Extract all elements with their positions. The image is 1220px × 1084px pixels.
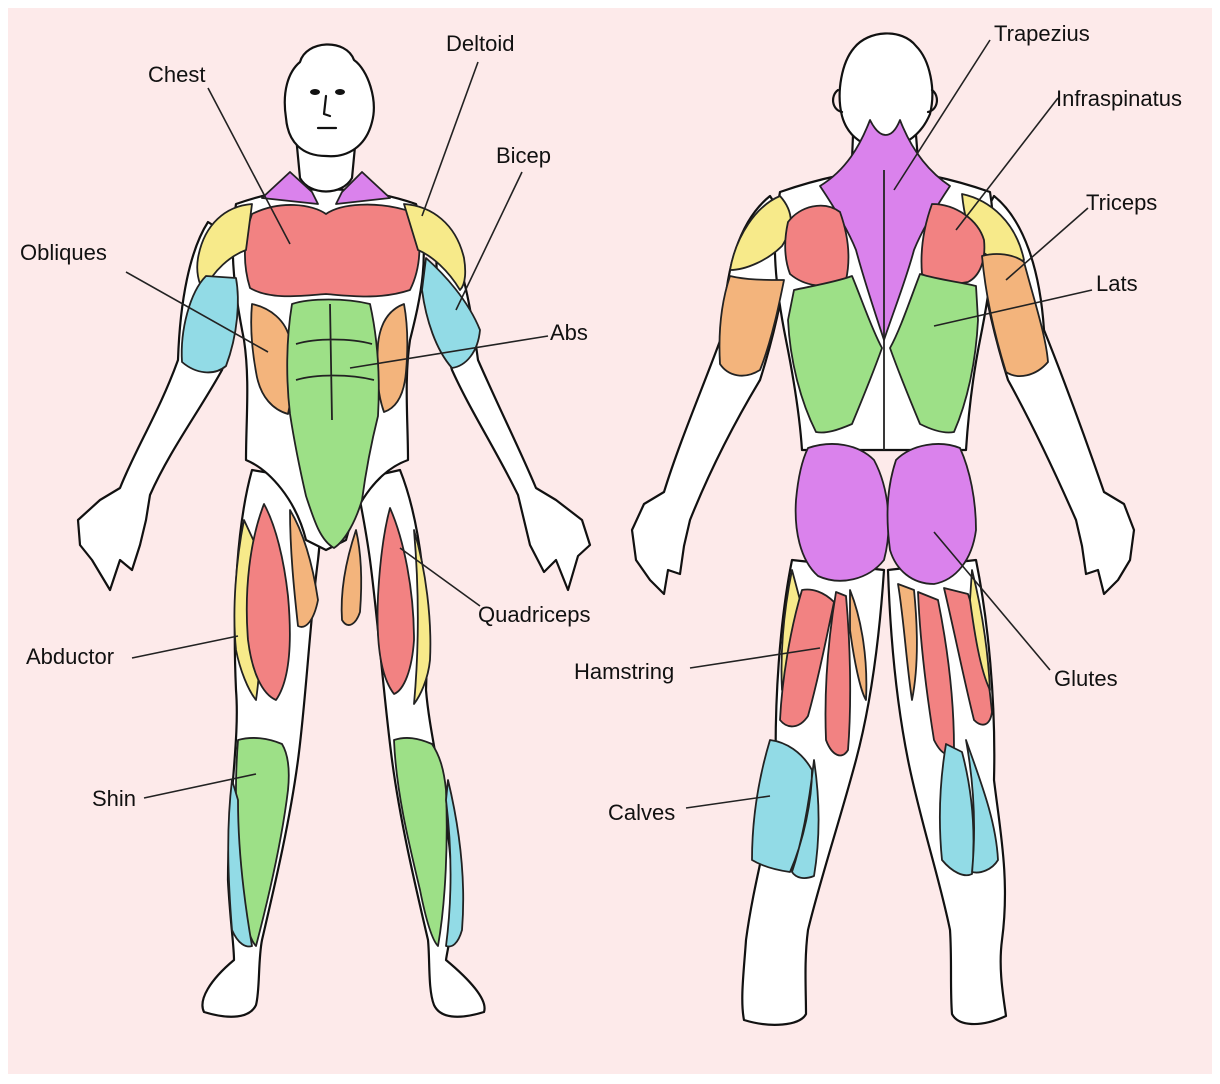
deltoid-label: Deltoid xyxy=(446,31,514,56)
glutes-leader xyxy=(933,531,1051,671)
bicep-label: Bicep xyxy=(496,143,551,168)
quadriceps-label: Quadriceps xyxy=(478,602,591,627)
trapezius-leader xyxy=(893,39,991,191)
front-right-obliques xyxy=(376,303,409,413)
glutes-muscle xyxy=(886,443,977,585)
front-left-inner-thigh xyxy=(289,509,319,628)
back-left-triceps xyxy=(718,275,785,377)
front-right-calf xyxy=(445,779,465,948)
front-left-quadriceps xyxy=(245,503,291,701)
diagram-background xyxy=(8,8,1212,1074)
front-right-inner-thigh xyxy=(340,529,363,626)
chest-muscle xyxy=(244,203,421,298)
front-left-deltoid xyxy=(196,203,253,291)
front-trapezius xyxy=(261,171,391,205)
front-right-bicep xyxy=(421,257,481,369)
deltoid-leader xyxy=(421,61,479,217)
obliques-leader xyxy=(125,271,269,353)
hamstring-leader xyxy=(689,647,821,669)
bicep-leader xyxy=(455,171,523,311)
hamstring-muscle xyxy=(779,588,852,757)
front-left-bicep xyxy=(180,275,239,374)
front-figure xyxy=(76,43,592,1018)
infraspinatus-muscle xyxy=(920,203,986,285)
lats-leader xyxy=(933,289,1093,327)
triceps-label: Triceps xyxy=(1086,190,1157,215)
back-right-inner-thigh xyxy=(897,583,918,701)
abductor-leader xyxy=(131,635,239,659)
triceps-muscle xyxy=(981,253,1049,377)
back-left-calves xyxy=(751,739,820,879)
abs-label: Abs xyxy=(550,320,588,345)
lats-label: Lats xyxy=(1096,271,1138,296)
back-left-infraspinatus xyxy=(784,204,850,287)
lats-muscle xyxy=(889,273,979,434)
leader-lines xyxy=(125,39,1093,809)
front-left-obliques xyxy=(250,303,294,415)
abductor-label: Abductor xyxy=(26,644,114,669)
back-figure xyxy=(630,32,1136,1026)
trapezius-label: Trapezius xyxy=(994,21,1090,46)
triceps-leader xyxy=(1005,207,1089,281)
front-right-abductor xyxy=(413,529,432,705)
back-right-outer-thigh xyxy=(969,569,991,691)
abs-muscle xyxy=(286,298,380,549)
front-head xyxy=(283,43,375,158)
front-right-quadriceps xyxy=(376,507,415,695)
shin-label: Shin xyxy=(92,786,136,811)
back-left-lats xyxy=(787,275,883,434)
back-left-glute xyxy=(794,443,890,582)
chest-leader xyxy=(207,87,291,245)
chest-label: Chest xyxy=(148,62,205,87)
shin-leader xyxy=(143,773,257,799)
back-right-calves xyxy=(939,739,999,877)
front-right-shin xyxy=(393,737,448,947)
calves-leader xyxy=(685,795,771,809)
calves-label: Calves xyxy=(608,800,675,825)
hamstring-label: Hamstring xyxy=(574,659,674,684)
abs-leader xyxy=(349,335,549,369)
infraspinatus-label: Infraspinatus xyxy=(1056,86,1182,111)
front-left-calf xyxy=(227,779,253,948)
labels: Chest Deltoid Bicep Obliques Abs Quadric… xyxy=(20,21,1182,825)
trapezius-muscle xyxy=(819,119,951,341)
glutes-label: Glutes xyxy=(1054,666,1118,691)
obliques-label: Obliques xyxy=(20,240,107,265)
infraspinatus-leader xyxy=(955,97,1059,231)
back-head xyxy=(838,32,934,150)
quadriceps-leader xyxy=(399,547,481,607)
back-left-inner-thigh xyxy=(849,589,868,701)
front-right-deltoid xyxy=(403,203,467,291)
